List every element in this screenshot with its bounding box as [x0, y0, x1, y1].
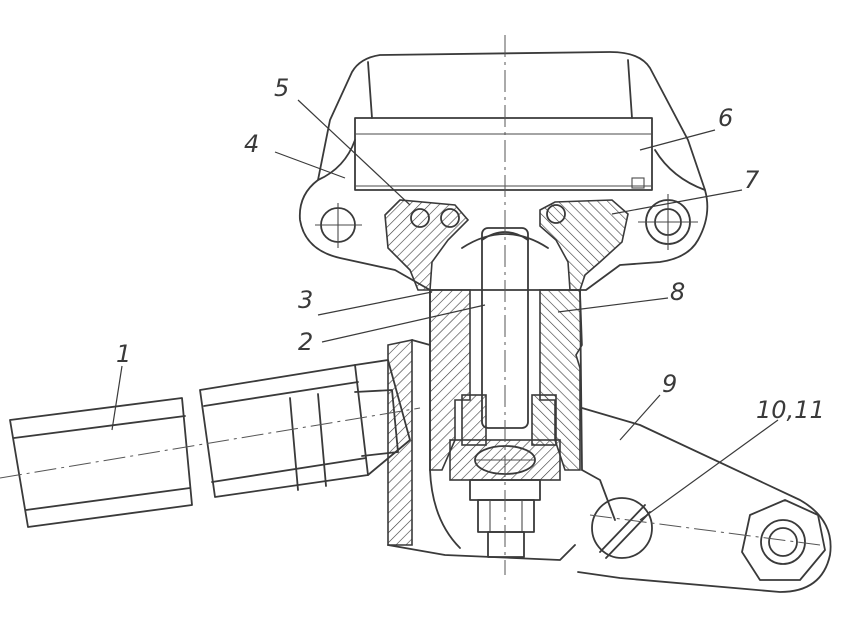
label-7: 7 — [744, 166, 760, 194]
housing-cap — [298, 51, 709, 291]
callout-labels: 1 2 3 4 5 6 7 8 9 10,11 — [116, 74, 825, 424]
plate-6 — [354, 117, 653, 191]
lower-bracket — [387, 339, 576, 561]
left-mounting-hole — [315, 203, 362, 248]
lever-arm-9 — [577, 407, 832, 593]
end-nut — [741, 499, 826, 581]
label-6: 6 — [718, 104, 733, 132]
right-mounting-hole — [638, 194, 698, 250]
central-housing — [429, 289, 583, 471]
ball-seat — [384, 199, 629, 291]
label-10-11: 10,11 — [756, 396, 825, 424]
label-5: 5 — [274, 74, 289, 102]
label-3: 3 — [298, 286, 313, 314]
leader-lines — [111, 99, 779, 521]
center-lines — [0, 35, 821, 575]
bolt-10-11 — [591, 497, 653, 559]
label-4: 4 — [244, 130, 259, 158]
tie-rod-1 — [9, 359, 411, 528]
label-9: 9 — [662, 370, 677, 398]
label-8: 8 — [670, 278, 685, 306]
label-1: 1 — [116, 340, 131, 368]
label-2: 2 — [298, 328, 313, 356]
